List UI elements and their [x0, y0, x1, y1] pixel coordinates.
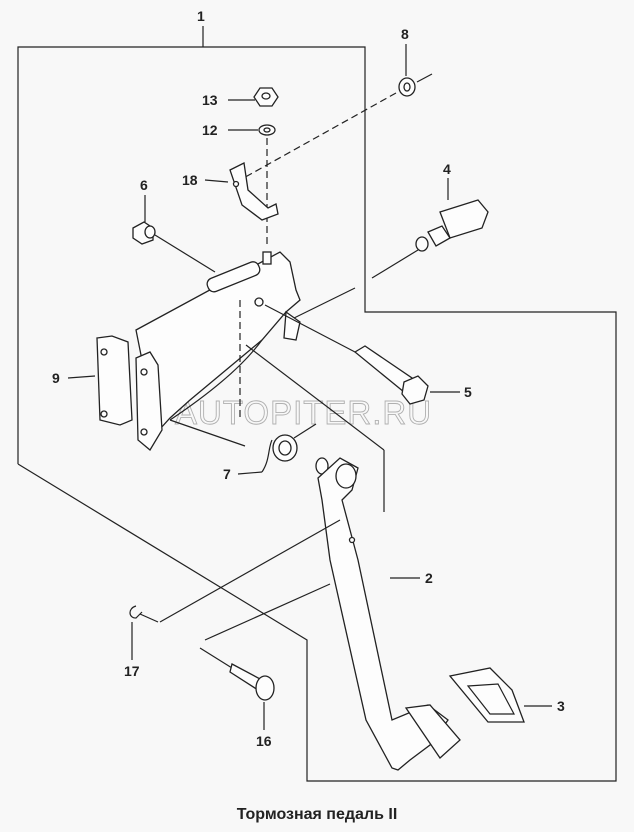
part-12-washer [228, 124, 276, 245]
part-2-brake-pedal [315, 457, 461, 771]
callout-3: 3 [557, 698, 565, 714]
callout-7: 7 [223, 466, 231, 482]
callout-4: 4 [443, 161, 451, 177]
callout-17: 17 [124, 663, 140, 679]
callout-1: 1 [197, 8, 205, 24]
callout-13: 13 [202, 92, 218, 108]
callout-18: 18 [182, 172, 198, 188]
callout-12: 12 [202, 122, 218, 138]
part-13-nut [228, 87, 279, 107]
assembly-frame [17, 46, 617, 782]
callout-8: 8 [401, 26, 409, 42]
part-4-stop-switch [289, 178, 489, 321]
diagram-caption: Тормозная педаль II [236, 806, 398, 823]
part-18-bracket [204, 162, 279, 221]
part-16-clevis-pin [199, 583, 331, 730]
callout-2: 2 [425, 570, 433, 586]
watermark: AUTOPITER.RU [175, 394, 432, 431]
part-6-nut [132, 195, 216, 273]
callout-6: 6 [140, 177, 148, 193]
part-3-pedal-pad [448, 667, 552, 723]
callout-5: 5 [464, 384, 472, 400]
callout-16: 16 [256, 733, 272, 749]
part-7-return-spring [169, 344, 385, 512]
part-5-pivot-bolt [264, 304, 460, 405]
part-8-washer [239, 44, 433, 181]
part-9-pedal-bracket [67, 251, 301, 451]
callout-9: 9 [52, 370, 60, 386]
part-17-clip [129, 519, 341, 660]
